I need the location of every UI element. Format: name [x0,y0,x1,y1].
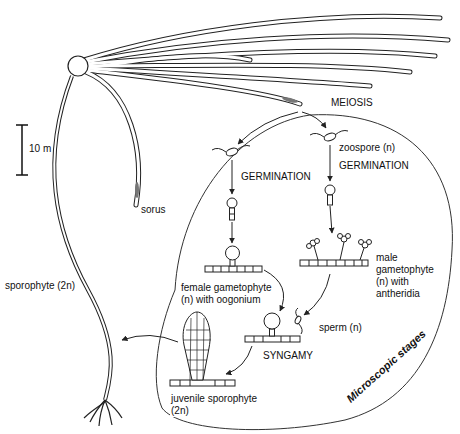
scale-bar [16,125,28,175]
region-outline [156,115,452,430]
process-label: MEIOSIS [330,97,374,109]
juvenile-sporophyte [170,312,235,386]
male-gametophyte [300,234,372,267]
sperm [294,308,302,334]
stage-label: juvenile sporophyte (2n) [170,393,272,417]
part-label: sorus [140,204,166,216]
germinating-spore [227,185,335,220]
cycle-arrows [122,112,332,374]
process-label: GERMINATION [240,171,312,183]
pneumatocyst [68,56,88,76]
stage-label: zoospore (n) [338,142,396,154]
stage-label: sporophyte (2n) [4,280,76,292]
stage-label: male gametophyte (n) with antheridia [375,252,441,300]
zoospore [212,131,348,158]
scale-label: 10 m [28,143,52,155]
process-label: GERMINATION [338,160,410,172]
region-label: Microscopic stages [343,327,428,406]
female-gametophyte [205,246,262,272]
syngamy-egg [245,313,300,342]
process-label: SYNGAMY [262,350,314,362]
holdfast [84,400,122,426]
stage-label: female gametophyte (n) with oogonium [180,282,278,306]
kelp-stipe [54,76,111,400]
kelp-blades [84,16,448,205]
stage-label: sperm (n) [318,322,363,334]
